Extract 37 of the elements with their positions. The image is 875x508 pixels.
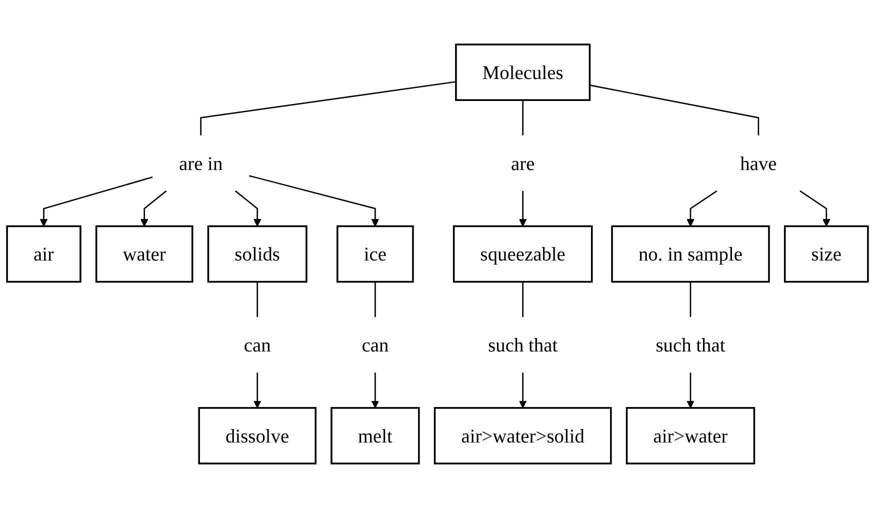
node-box: air>water bbox=[626, 407, 756, 464]
connector bbox=[522, 282, 524, 318]
connector bbox=[590, 84, 760, 136]
connector bbox=[200, 81, 456, 136]
arrow bbox=[140, 190, 167, 227]
node-box: melt bbox=[330, 407, 420, 464]
node-text: such that bbox=[488, 334, 558, 356]
arrow bbox=[40, 176, 153, 227]
connector bbox=[256, 282, 258, 318]
node-text: are bbox=[510, 152, 535, 174]
node-box: solids bbox=[207, 225, 308, 283]
arrow bbox=[518, 372, 527, 408]
node-text: can bbox=[362, 334, 389, 356]
arrow bbox=[234, 190, 262, 227]
node-box: no. in sample bbox=[611, 225, 770, 283]
node-text: such that bbox=[656, 334, 726, 356]
arrow bbox=[518, 190, 527, 227]
node-text: are in bbox=[179, 152, 223, 174]
arrow bbox=[686, 372, 694, 408]
arrow bbox=[248, 175, 380, 227]
node-box: size bbox=[784, 225, 869, 283]
node-box: squeezable bbox=[452, 225, 593, 283]
arrow bbox=[800, 190, 830, 227]
connector bbox=[374, 282, 376, 318]
node-text: have bbox=[740, 152, 777, 174]
arrow bbox=[371, 372, 380, 408]
node-box: ice bbox=[336, 225, 414, 283]
node-box: air bbox=[6, 225, 82, 283]
node-text: can bbox=[244, 334, 271, 356]
node-box: air>water>solid bbox=[434, 407, 612, 464]
arrow bbox=[686, 190, 718, 227]
arrow bbox=[253, 372, 262, 408]
connector bbox=[522, 100, 524, 136]
node-box: water bbox=[95, 225, 194, 283]
node-box: Molecules bbox=[455, 44, 591, 101]
node-box: dissolve bbox=[198, 407, 316, 464]
connector bbox=[690, 282, 692, 318]
